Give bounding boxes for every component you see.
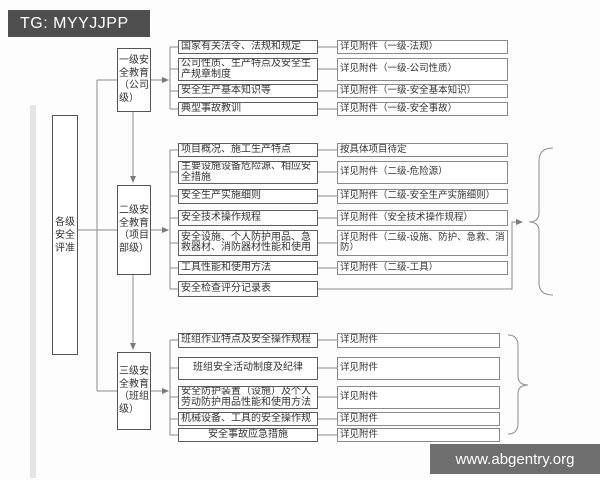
root-node: 各级安全评准 bbox=[52, 115, 78, 355]
l3-note-1: 详见附件 bbox=[337, 357, 500, 380]
l2-note-1: 详见附件（二级-危险源） bbox=[337, 161, 508, 184]
l3-note-2: 详见附件 bbox=[337, 386, 500, 409]
l3-topic-4: 安全事故应急措施 bbox=[178, 428, 318, 442]
l1-note-0: 详见附件（一级-法规） bbox=[337, 40, 508, 54]
l2-note-4: 详见附件（二级-设施、防护、急救、消防） bbox=[337, 230, 508, 256]
l1-topic-0: 国家有关法令、法规和规定 bbox=[178, 40, 318, 54]
wire-group bbox=[78, 46, 554, 436]
l3-topic-0: 班组作业特点及安全操作规程 bbox=[178, 333, 318, 348]
l2-note-3: 详见附件（安全技术操作规程） bbox=[337, 210, 508, 226]
l3-note-3: 详见附件 bbox=[337, 412, 500, 426]
l2-topic-6: 安全检查评分记录表 bbox=[178, 281, 318, 297]
l3-topic-2: 安全防护装置（设施）及个人劳动防护用品性能和使用方法 bbox=[178, 386, 318, 409]
l3-topic-3: 机械设备、工具的安全操作规 bbox=[178, 412, 318, 426]
page-tag-badge: TG: MYYJJPP bbox=[8, 10, 150, 37]
l2-topic-4: 安全设施、个人防护用品、急救器材、消防器材性能和使用 bbox=[178, 230, 318, 256]
l1-note-1: 详见附件（一级-公司性质） bbox=[337, 58, 508, 81]
l1-note-3: 详见附件（一级-安全事故） bbox=[337, 102, 508, 116]
l3-note-0: 详见附件 bbox=[337, 333, 500, 348]
l1-note-2: 详见附件（一级-安全基本知识） bbox=[337, 84, 508, 98]
l2-topic-2: 安全生产实施细则 bbox=[178, 189, 318, 204]
l1-topic-1: 公司性质、生产特点及安全生产规章制度 bbox=[178, 58, 318, 81]
l2-topic-5: 工具性能和使用方法 bbox=[178, 261, 318, 275]
l2-topic-0: 项目概况、施工生产特点 bbox=[178, 143, 318, 157]
l2-note-0: 按具体项目待定 bbox=[337, 143, 508, 157]
scan-fold-line bbox=[30, 105, 36, 478]
l2-note-5: 详见附件（二级-工具） bbox=[337, 261, 508, 275]
watermark: www.abgentry.org bbox=[430, 444, 600, 474]
l3-topic-1: 班组安全活动制度及纪律 bbox=[178, 357, 318, 380]
level2-node: 二级安全教育（项目部级） bbox=[117, 185, 151, 275]
l1-topic-2: 安全生产基本知识等 bbox=[178, 84, 318, 98]
l2-topic-3: 安全技术操作规程 bbox=[178, 210, 318, 226]
level1-node: 一级安全教育（公司级） bbox=[117, 48, 151, 112]
l2-note-2: 详见附件（二级-安全生产实施细则） bbox=[337, 189, 508, 204]
l1-topic-3: 典型事故教训 bbox=[178, 102, 318, 116]
l3-note-4: 详见附件 bbox=[337, 428, 500, 442]
level3-node: 三级安全教育（班组级） bbox=[117, 352, 151, 430]
l2-topic-1: 主要设施设备危险源、相应安全措施 bbox=[178, 161, 318, 184]
